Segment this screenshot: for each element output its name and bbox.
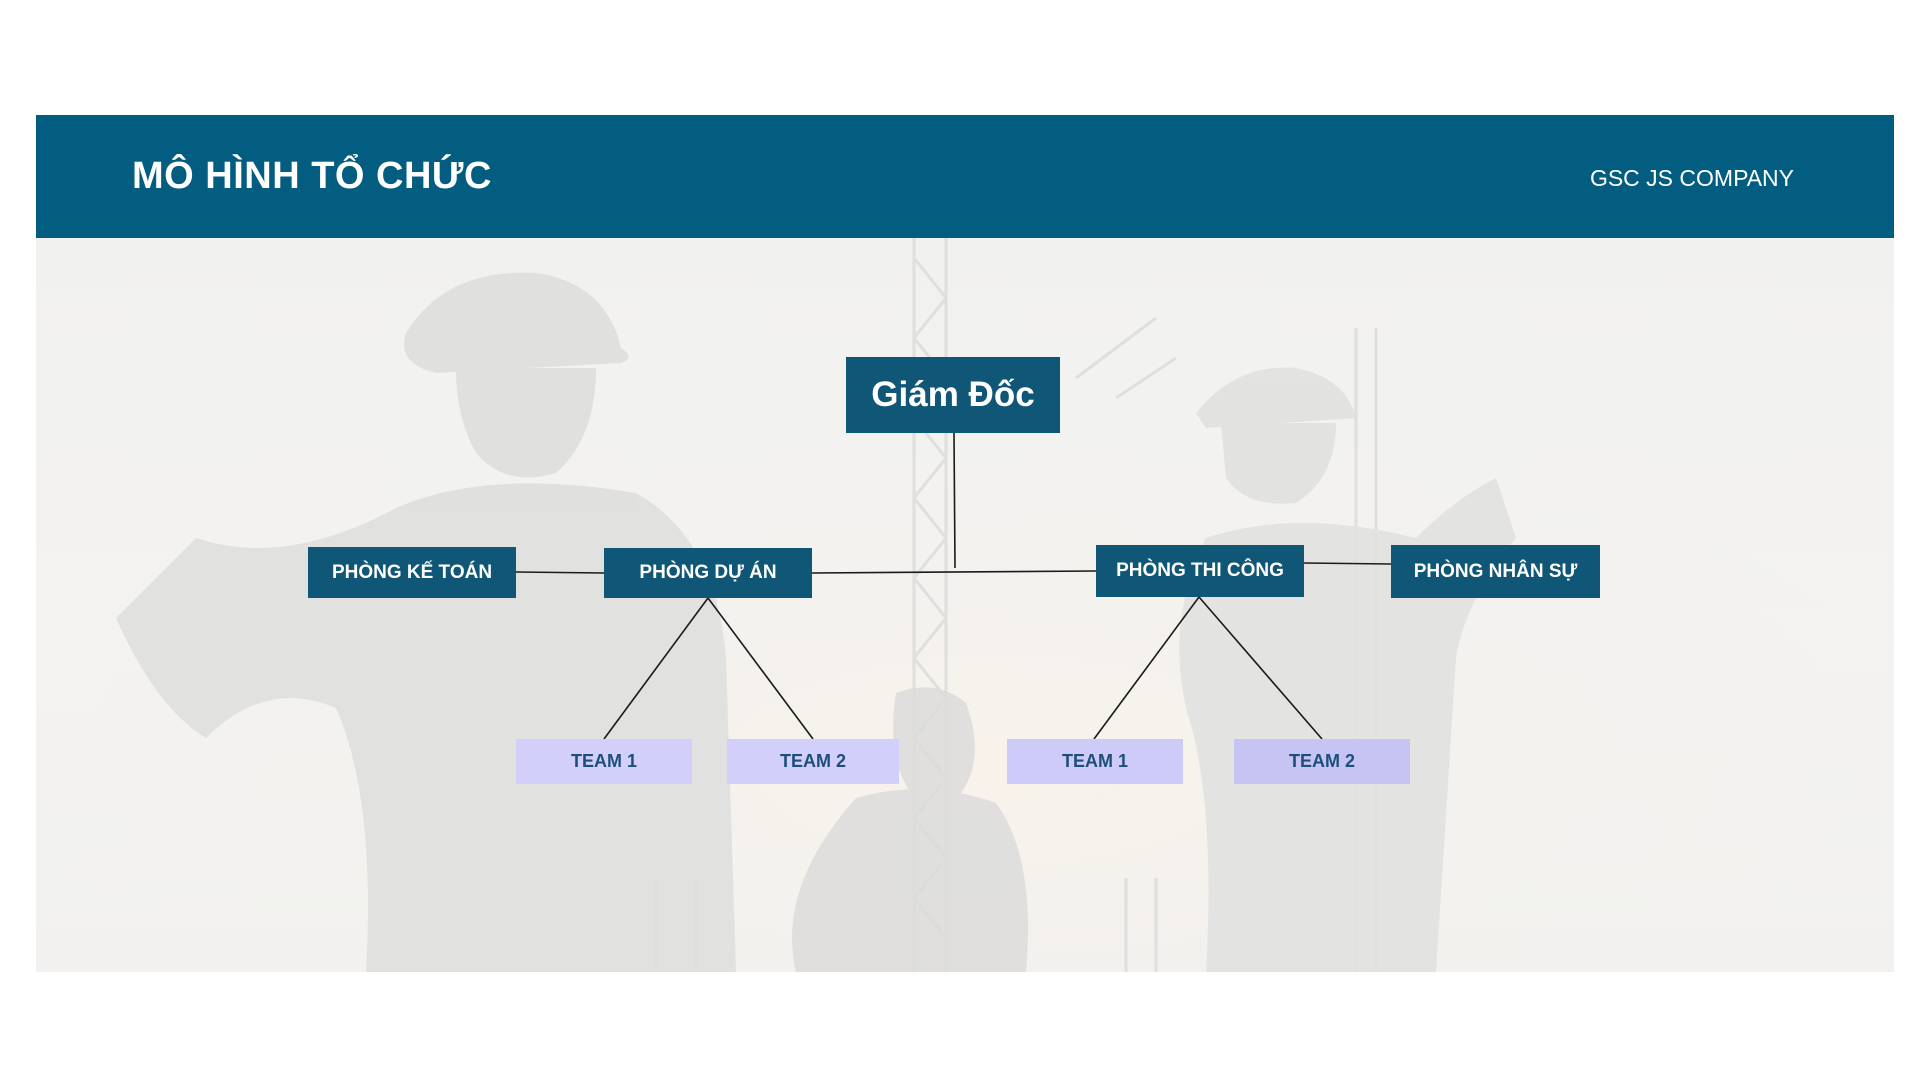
construction-team-2-label: TEAM 2 xyxy=(1288,751,1355,771)
department-project-label: PHÒNG DỰ ÁN xyxy=(639,562,777,583)
director-box: Giám Đốc xyxy=(846,357,1060,433)
project-team-2-label: TEAM 2 xyxy=(779,751,846,771)
project-team-1-label: TEAM 1 xyxy=(570,751,637,771)
department-project-box: PHÒNG DỰ ÁN xyxy=(604,548,812,598)
project-team-2-box: TEAM 2 xyxy=(727,739,899,784)
construction-team-1-box: TEAM 1 xyxy=(1007,739,1183,784)
department-hr-box: PHÒNG NHÂN SỰ xyxy=(1391,545,1600,598)
header-bar: MÔ HÌNH TỔ CHỨC GSC JS COMPANY xyxy=(36,115,1894,238)
company-name: GSC JS COMPANY xyxy=(1589,165,1794,191)
diagram-canvas xyxy=(36,238,1894,972)
department-hr-label: PHÒNG NHÂN SỰ xyxy=(1413,560,1578,582)
slide: MÔ HÌNH TỔ CHỨC GSC JS COMPANY xyxy=(36,115,1894,972)
department-accounting-box: PHÒNG KẾ TOÁN xyxy=(308,547,516,598)
department-construction-box: PHÒNG THI CÔNG xyxy=(1096,545,1304,597)
construction-team-2-box: TEAM 2 xyxy=(1234,739,1410,784)
construction-team-1-label: TEAM 1 xyxy=(1061,751,1128,771)
director-label: Giám Đốc xyxy=(871,375,1035,414)
page-title: MÔ HÌNH TỔ CHỨC xyxy=(132,155,492,197)
department-construction-label: PHÒNG THI CÔNG xyxy=(1116,560,1284,581)
department-accounting-label: PHÒNG KẾ TOÁN xyxy=(331,561,493,583)
construction-workers-background xyxy=(36,238,1894,972)
project-team-1-box: TEAM 1 xyxy=(516,739,692,784)
